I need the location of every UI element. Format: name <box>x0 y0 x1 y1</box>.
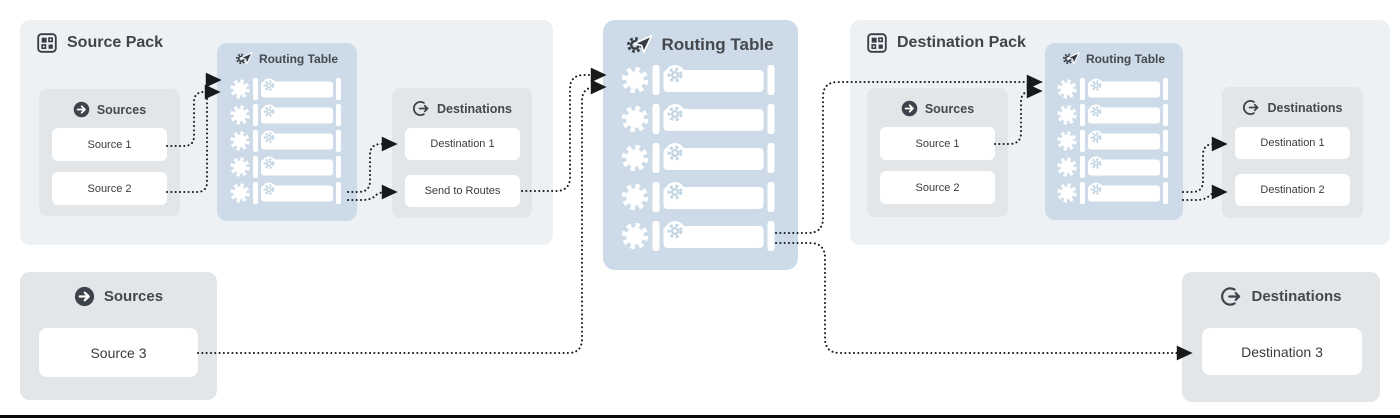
source-item: Source 1 <box>52 128 167 161</box>
destination-item: Send to Routes <box>405 175 520 207</box>
routing-gear-arrow-icon <box>1062 51 1080 66</box>
sources-title: Sources <box>103 288 164 305</box>
destinations-title: Destinations <box>436 101 512 116</box>
destinations-header: Destinations <box>1222 99 1363 116</box>
destination-item: Destination 2 <box>1235 174 1350 206</box>
routing-table-row <box>1055 180 1171 206</box>
destinations-title: Destinations <box>1267 100 1343 115</box>
routing-table-row <box>228 102 344 128</box>
routing-table-row <box>1055 154 1171 180</box>
source-item: Source 2 <box>52 172 167 205</box>
destinations-title: Destinations <box>1251 288 1342 305</box>
routing-table-row <box>1055 128 1171 154</box>
destination-item: Destination 1 <box>405 128 520 160</box>
routing-table-row <box>228 180 344 206</box>
routing-table-row <box>619 218 781 254</box>
routing-rows <box>1055 76 1171 206</box>
source-pack-destinations-box: Destinations Destination 1 Send to Route… <box>392 88 532 218</box>
standalone-destinations-box: Destinations Destination 3 <box>1182 272 1380 402</box>
source-item: Source 2 <box>880 171 995 204</box>
destinations-header: Destinations <box>1182 286 1380 307</box>
sources-title: Sources <box>96 102 147 117</box>
routing-table-row <box>619 101 781 137</box>
arrow-central-to-destination3 <box>775 242 1193 361</box>
routing-gear-arrow-icon <box>627 33 653 56</box>
destination-item: Destination 3 <box>1202 328 1362 375</box>
routing-table-row <box>619 179 781 215</box>
source-pack-routing-table: Routing Table <box>217 43 357 221</box>
sources-title: Sources <box>924 101 975 116</box>
routing-table-row <box>228 128 344 154</box>
arrow-in-circle-icon <box>73 101 90 118</box>
routing-table-row <box>1055 102 1171 128</box>
page-bottom-rule <box>0 415 1400 418</box>
sources-header: Sources <box>20 286 217 307</box>
central-routing-table: Routing Table <box>603 20 798 270</box>
routing-table-row <box>619 140 781 176</box>
destination-pack-sources-box: Sources Source 1 Source 2 <box>867 88 1008 217</box>
standalone-sources-box: Sources Source 3 <box>20 272 217 400</box>
routing-table-title: Routing Table <box>1085 51 1166 66</box>
routing-table-header: Routing Table <box>603 33 798 56</box>
routing-table-title: Routing Table <box>258 51 339 66</box>
destination-pack-destinations-box: Destinations Destination 1 Destination 2 <box>1222 87 1363 218</box>
destinations-header: Destinations <box>392 100 532 117</box>
routing-table-header: Routing Table <box>1045 51 1183 66</box>
destination-pack-title: Destination Pack <box>897 34 1026 51</box>
source-pack-container: Source Pack Sources Source 1 Source 2 Ro… <box>20 20 553 245</box>
sources-header: Sources <box>39 101 180 118</box>
destination-pack-container: Destination Pack Sources Source 1 Source… <box>850 20 1390 245</box>
source-item: Source 1 <box>880 127 995 160</box>
source-pack-sources-box: Sources Source 1 Source 2 <box>39 89 180 216</box>
source-item: Source 3 <box>39 328 198 377</box>
source-pack-title: Source Pack <box>67 34 164 51</box>
routing-table-row <box>619 62 781 98</box>
pack-grid-icon <box>36 32 58 54</box>
arrow-out-circle-icon <box>1220 286 1242 307</box>
routing-table-header: Routing Table <box>217 51 357 66</box>
routing-gear-arrow-icon <box>235 51 253 66</box>
pack-grid-icon <box>866 32 888 54</box>
sources-header: Sources <box>867 100 1008 117</box>
arrow-in-circle-icon <box>901 100 918 117</box>
destination-pack-header: Destination Pack <box>866 32 1026 54</box>
routing-table-row <box>228 76 344 102</box>
routing-rows <box>619 62 781 257</box>
routing-table-row <box>228 154 344 180</box>
source-pack-header: Source Pack <box>36 32 163 54</box>
arrow-in-circle-icon <box>74 286 95 307</box>
destination-pack-routing-table: Routing Table <box>1045 43 1183 220</box>
routing-table-title: Routing Table <box>661 34 774 54</box>
destination-item: Destination 1 <box>1235 127 1350 159</box>
arrow-out-circle-icon <box>412 100 430 117</box>
routing-rows <box>228 76 344 206</box>
routing-table-row <box>1055 76 1171 102</box>
arrow-out-circle-icon <box>1242 99 1260 116</box>
